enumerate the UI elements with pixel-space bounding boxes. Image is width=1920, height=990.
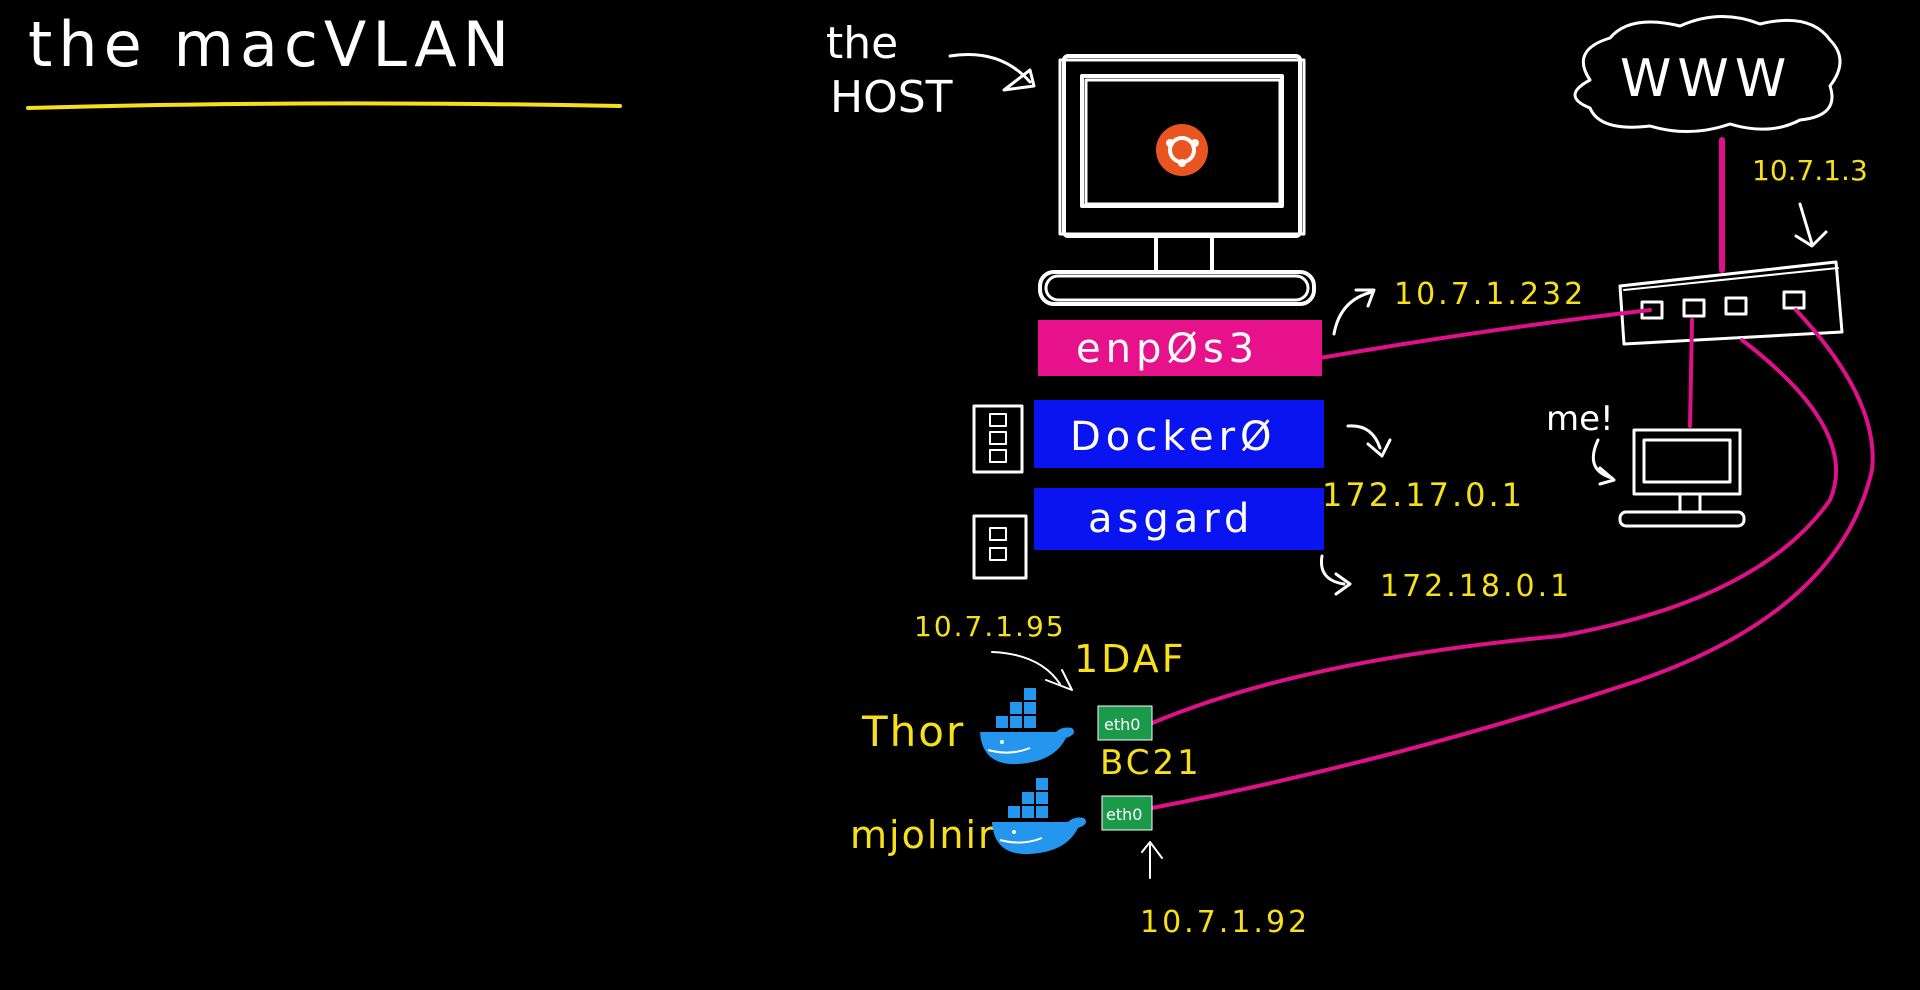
container-ip: 10.7.1.95 [914,610,1066,643]
host-computer-icon [1038,54,1316,306]
page-title: the macVLAN [28,8,515,81]
docker-whale-icon [992,778,1086,855]
interface-label: DockerØ [1070,414,1277,460]
me-label: me! [1546,399,1614,439]
container-iface-label: eth0 [1104,715,1140,734]
router-ip-arrow-icon [1794,202,1828,248]
container-name: Thor [861,707,965,756]
interface-label: enpØs3 [1076,326,1259,372]
host-label-the: the [826,18,898,69]
interface-ip: 172.18.0.1 [1380,569,1572,604]
container-ip: 10.7.1.92 [1140,905,1310,940]
container-name: mjolnir [850,813,996,857]
mjolnir-ip-arrow-icon [1141,841,1163,879]
docker0-arrow-icon [1346,424,1392,458]
internet-cloud: WWW [1573,15,1842,133]
docker-whale-icon [980,688,1074,765]
network-wires [1148,137,1875,810]
interface-docker0: DockerØ [1034,400,1324,468]
interface-ip: 172.17.0.1 [1322,476,1525,514]
container-interface: eth0 [1097,705,1153,741]
cloud-label: WWW [1620,49,1792,109]
ubuntu-logo-icon [1156,124,1208,176]
network-switch-icon [1618,260,1844,346]
host-label-host: HOST [830,72,953,123]
client-computer-icon [1618,428,1746,528]
interface-asgard: asgard [1034,488,1324,550]
container-interface: eth0 [1101,795,1153,831]
container-mac: BC21 [1100,743,1202,783]
container-stack-icon [972,514,1028,580]
me-arrow-icon [1591,438,1616,486]
interface-ip: 10.7.1.232 [1394,277,1586,312]
router-ip: 10.7.1.3 [1752,154,1868,187]
container-mac: 1DAF [1074,637,1187,681]
container-stack-icon [972,404,1024,474]
thor-ip-arrow-icon [991,651,1073,691]
enp0s3-arrow-icon [1332,288,1376,336]
interface-label: asgard [1088,496,1254,542]
host-arrow-icon [948,52,1036,92]
interface-enp0s3: enpØs3 [1038,320,1322,376]
title-underline [26,101,622,110]
asgard-arrow-icon [1319,554,1352,596]
container-iface-label: eth0 [1106,805,1142,824]
